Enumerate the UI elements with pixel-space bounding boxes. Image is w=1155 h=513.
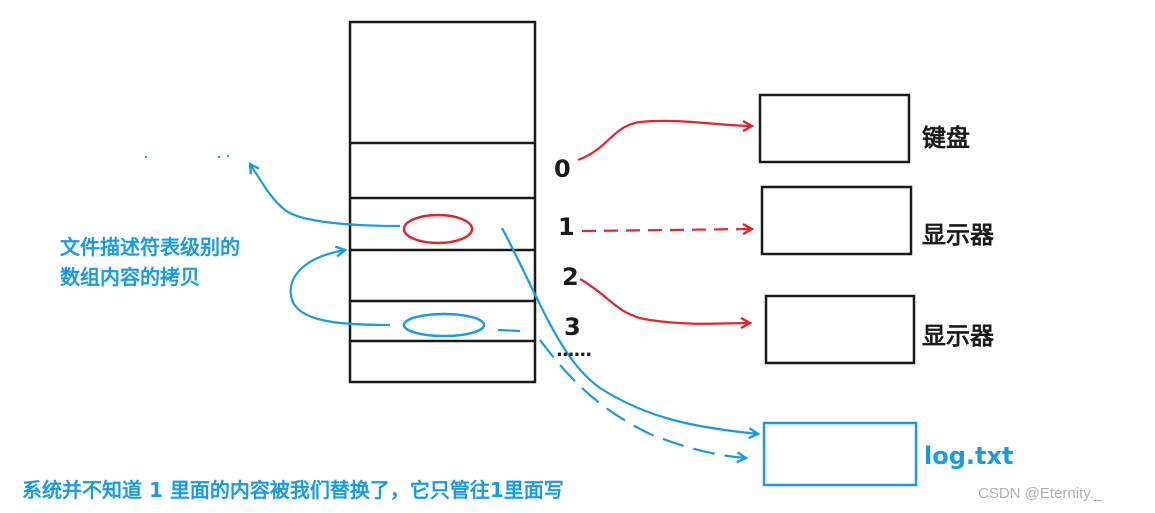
keyboard-box xyxy=(758,93,911,164)
device-label-display-1: 显示器 xyxy=(922,221,994,249)
log-file-box xyxy=(762,421,918,487)
fd-label-1: 1 xyxy=(558,213,575,241)
fd-label-more: ...... xyxy=(556,340,592,361)
blue-stroke-fd3 xyxy=(497,328,521,333)
stray-dot xyxy=(217,155,221,159)
fd-label-0: 0 xyxy=(554,155,571,183)
copy-note-line-2: 数组内容的拷贝 xyxy=(60,265,200,289)
watermark: CSDN @Eternity._ xyxy=(978,485,1103,502)
fd-label-3: 3 xyxy=(564,313,581,341)
arrow-fd1-to-display-dashed xyxy=(581,229,752,231)
arrow-fd1-to-log xyxy=(501,227,758,434)
device-label-keyboard: 键盘 xyxy=(922,124,970,152)
display-box-2 xyxy=(764,294,916,365)
fd-label-2: 2 xyxy=(562,263,579,291)
arrow-copy-up xyxy=(250,164,401,228)
copy-note-line-1: 文件描述符表级别的 xyxy=(60,235,240,259)
bottom-note: 系统并不知道 1 里面的内容被我们替换了，它只管往1里面写 xyxy=(22,478,564,502)
stray-dot xyxy=(144,155,148,159)
fd1-red-ellipse xyxy=(402,213,474,245)
arrow-fd0-to-keyboard xyxy=(577,119,752,162)
arrow-fd2-to-display xyxy=(579,278,750,324)
arrow-fd3-to-log-dashed xyxy=(539,339,746,458)
log-file-label: log.txt xyxy=(924,442,1014,470)
device-label-display-2: 显示器 xyxy=(922,322,994,350)
stray-dot xyxy=(226,154,230,158)
arrow-copy-row xyxy=(289,250,391,327)
fd3-blue-ellipse xyxy=(402,312,486,338)
display-box-1 xyxy=(760,185,913,256)
fd-table xyxy=(348,20,537,384)
